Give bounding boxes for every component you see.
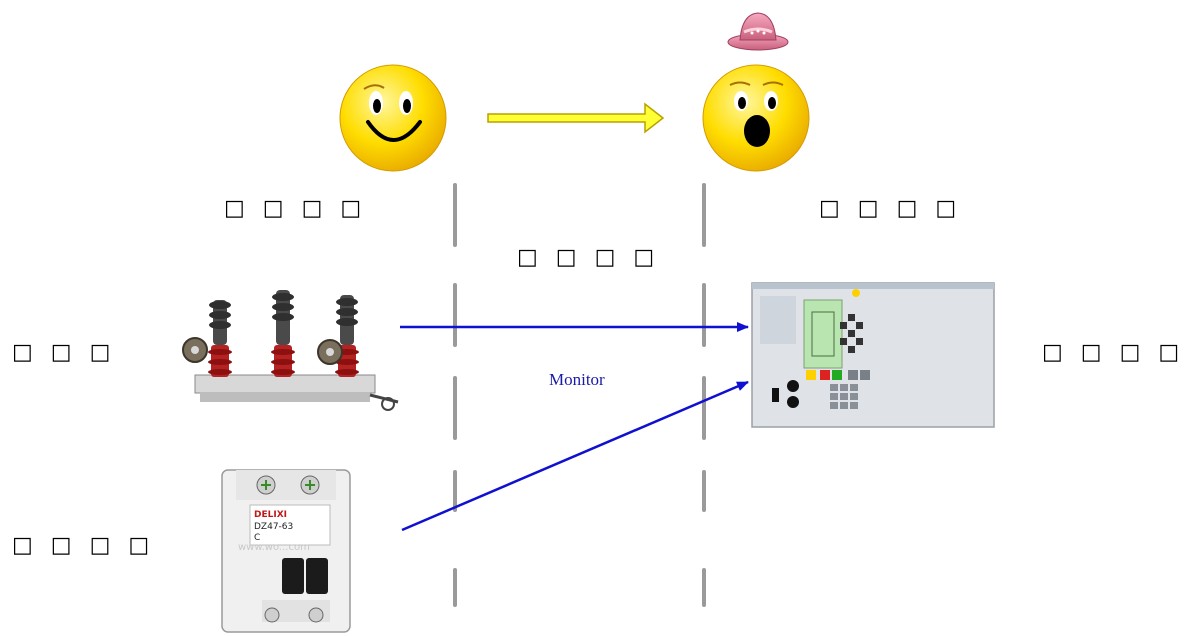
mcb-watermark-text: www.wo...com [238, 542, 310, 553]
left-row1-label: □□□ [12, 340, 129, 365]
mcb-image: DELIXI DZ47-63 C www.wo...com [221, 469, 351, 633]
monitor-arrow-bottom [401, 380, 749, 532]
mcb-curve-text: C [254, 533, 260, 543]
middle-header-label: □□□□ [517, 245, 673, 270]
right-row1-label: □□□□□□ [1042, 340, 1187, 365]
yellow-arrow-icon [487, 102, 665, 134]
left-header-label: □□□□ [224, 196, 380, 221]
vacuum-breaker-image [182, 290, 399, 411]
monitor-label: Monitor [549, 370, 605, 389]
protection-relay-image [751, 282, 995, 428]
mcb-model-text: DZ47-63 [254, 522, 293, 532]
pink-cowboy-hat-icon [727, 12, 789, 51]
left-row2-label: □□□□ [12, 533, 168, 558]
surprised-face-icon [702, 64, 810, 172]
mcb-brand-text: DELIXI [254, 510, 287, 520]
happy-face-icon [339, 64, 447, 172]
right-header-label: □□□□ [819, 196, 975, 221]
